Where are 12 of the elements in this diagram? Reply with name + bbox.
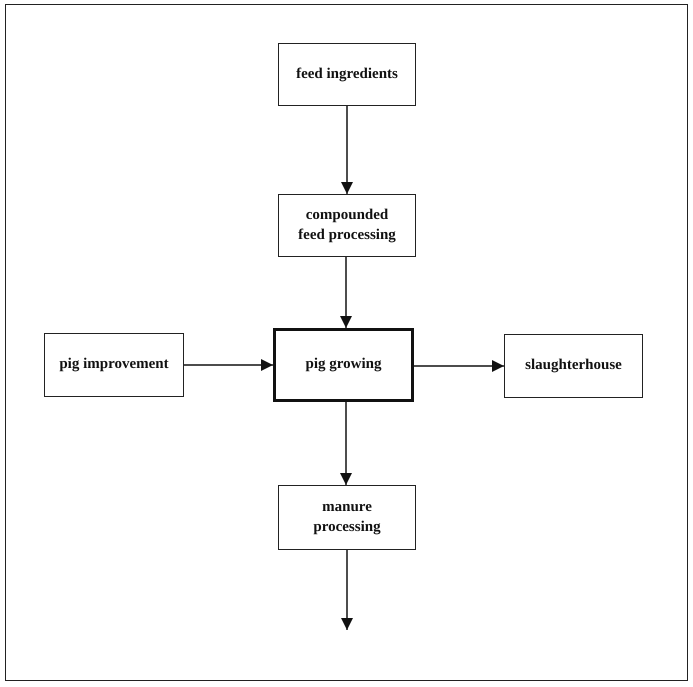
arrow (341, 550, 353, 630)
process-box: pig improvement (44, 333, 184, 397)
process-box: feed ingredients (278, 43, 416, 106)
process-box: manure processing (278, 485, 416, 550)
process-box: compounded feed processing (278, 194, 416, 257)
arrow (414, 360, 504, 372)
process-box: slaughterhouse (504, 334, 643, 398)
arrow (341, 106, 353, 194)
main-process-box: pig growing (273, 328, 414, 402)
arrow (184, 359, 273, 371)
arrow (340, 402, 352, 485)
arrow (340, 257, 352, 328)
